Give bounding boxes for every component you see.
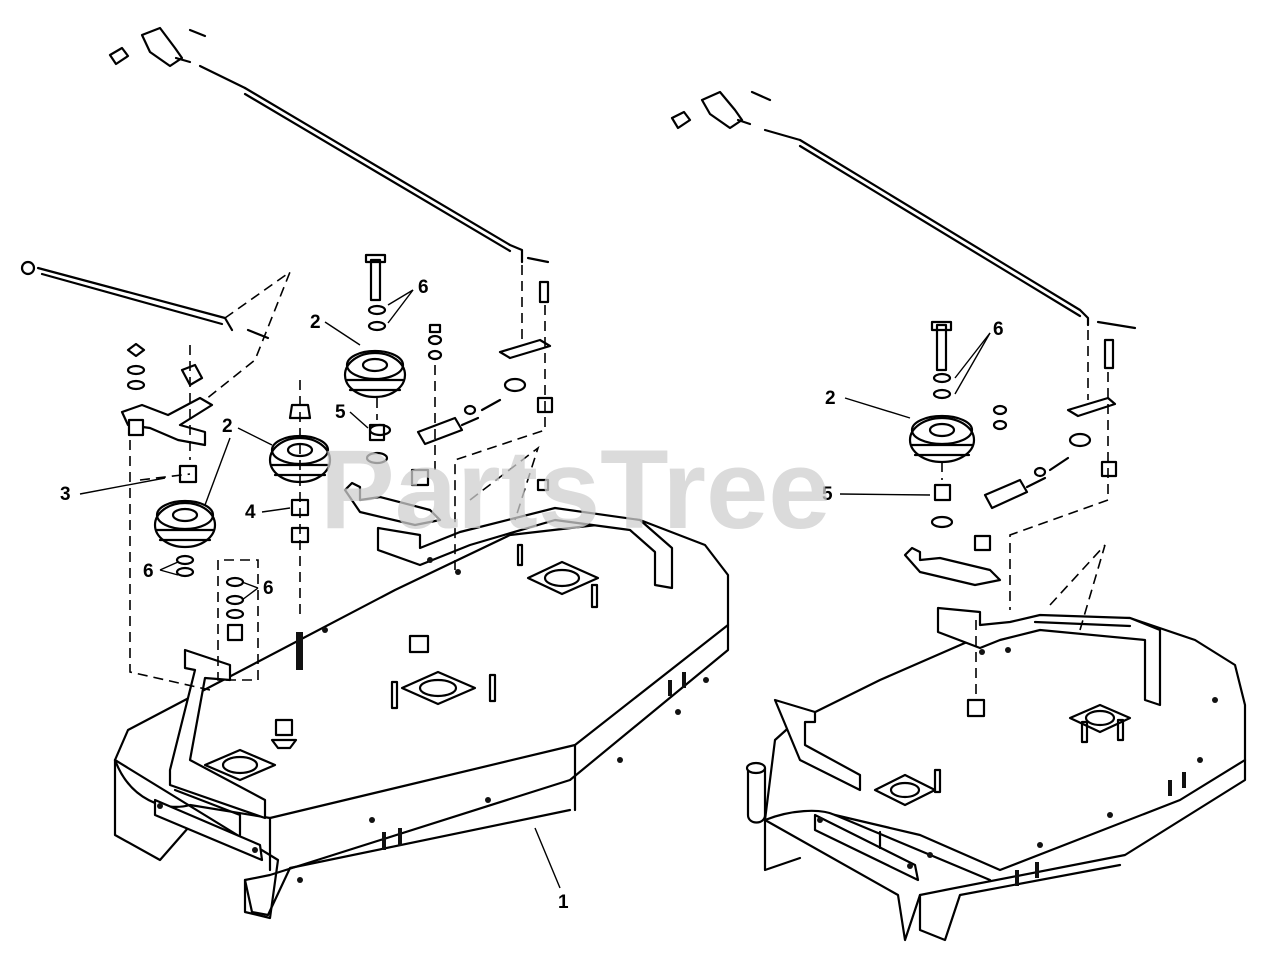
callout-idler-arm: 3	[60, 484, 71, 505]
left-pulley-middle	[268, 380, 332, 620]
callout-pulley-right: 2	[825, 388, 836, 409]
right-link-spring	[903, 330, 1118, 631]
right-callouts: 2 6 5	[822, 319, 1004, 505]
callout-spacer: 4	[245, 502, 256, 523]
right-assembly: 2 6 5	[670, 90, 1247, 942]
right-lift-rod	[670, 90, 1137, 330]
callout-bushing-right: 5	[822, 484, 833, 505]
right-mower-deck	[745, 606, 1247, 942]
callout-bushing: 5	[335, 402, 346, 423]
left-pulley-lower	[153, 499, 217, 578]
callout-deck: 1	[558, 892, 569, 913]
callout-washers-lower-right: 6	[263, 578, 274, 599]
callout-washers-top: 6	[418, 277, 429, 298]
left-lift-rod	[108, 26, 550, 264]
callout-washers-lower-left: 6	[143, 561, 154, 582]
left-link-spring	[343, 265, 554, 570]
left-washers-lower	[217, 559, 259, 681]
left-pulley-upper	[343, 253, 407, 465]
left-idler-arm	[120, 342, 214, 691]
callout-pulley-upper: 2	[310, 312, 321, 333]
left-assembly: 2 6 2 5 3 4 6 6 1	[20, 26, 730, 920]
left-idler-rod	[20, 260, 292, 401]
right-pulley	[908, 320, 976, 529]
left-mower-deck	[113, 506, 730, 920]
callout-pulley-middle: 2	[222, 416, 233, 437]
callout-washers-right: 6	[993, 319, 1004, 340]
left-callouts: 2 6 2 5 3 4 6 6 1	[60, 277, 569, 913]
watermark-text: PartsTree	[320, 427, 831, 552]
